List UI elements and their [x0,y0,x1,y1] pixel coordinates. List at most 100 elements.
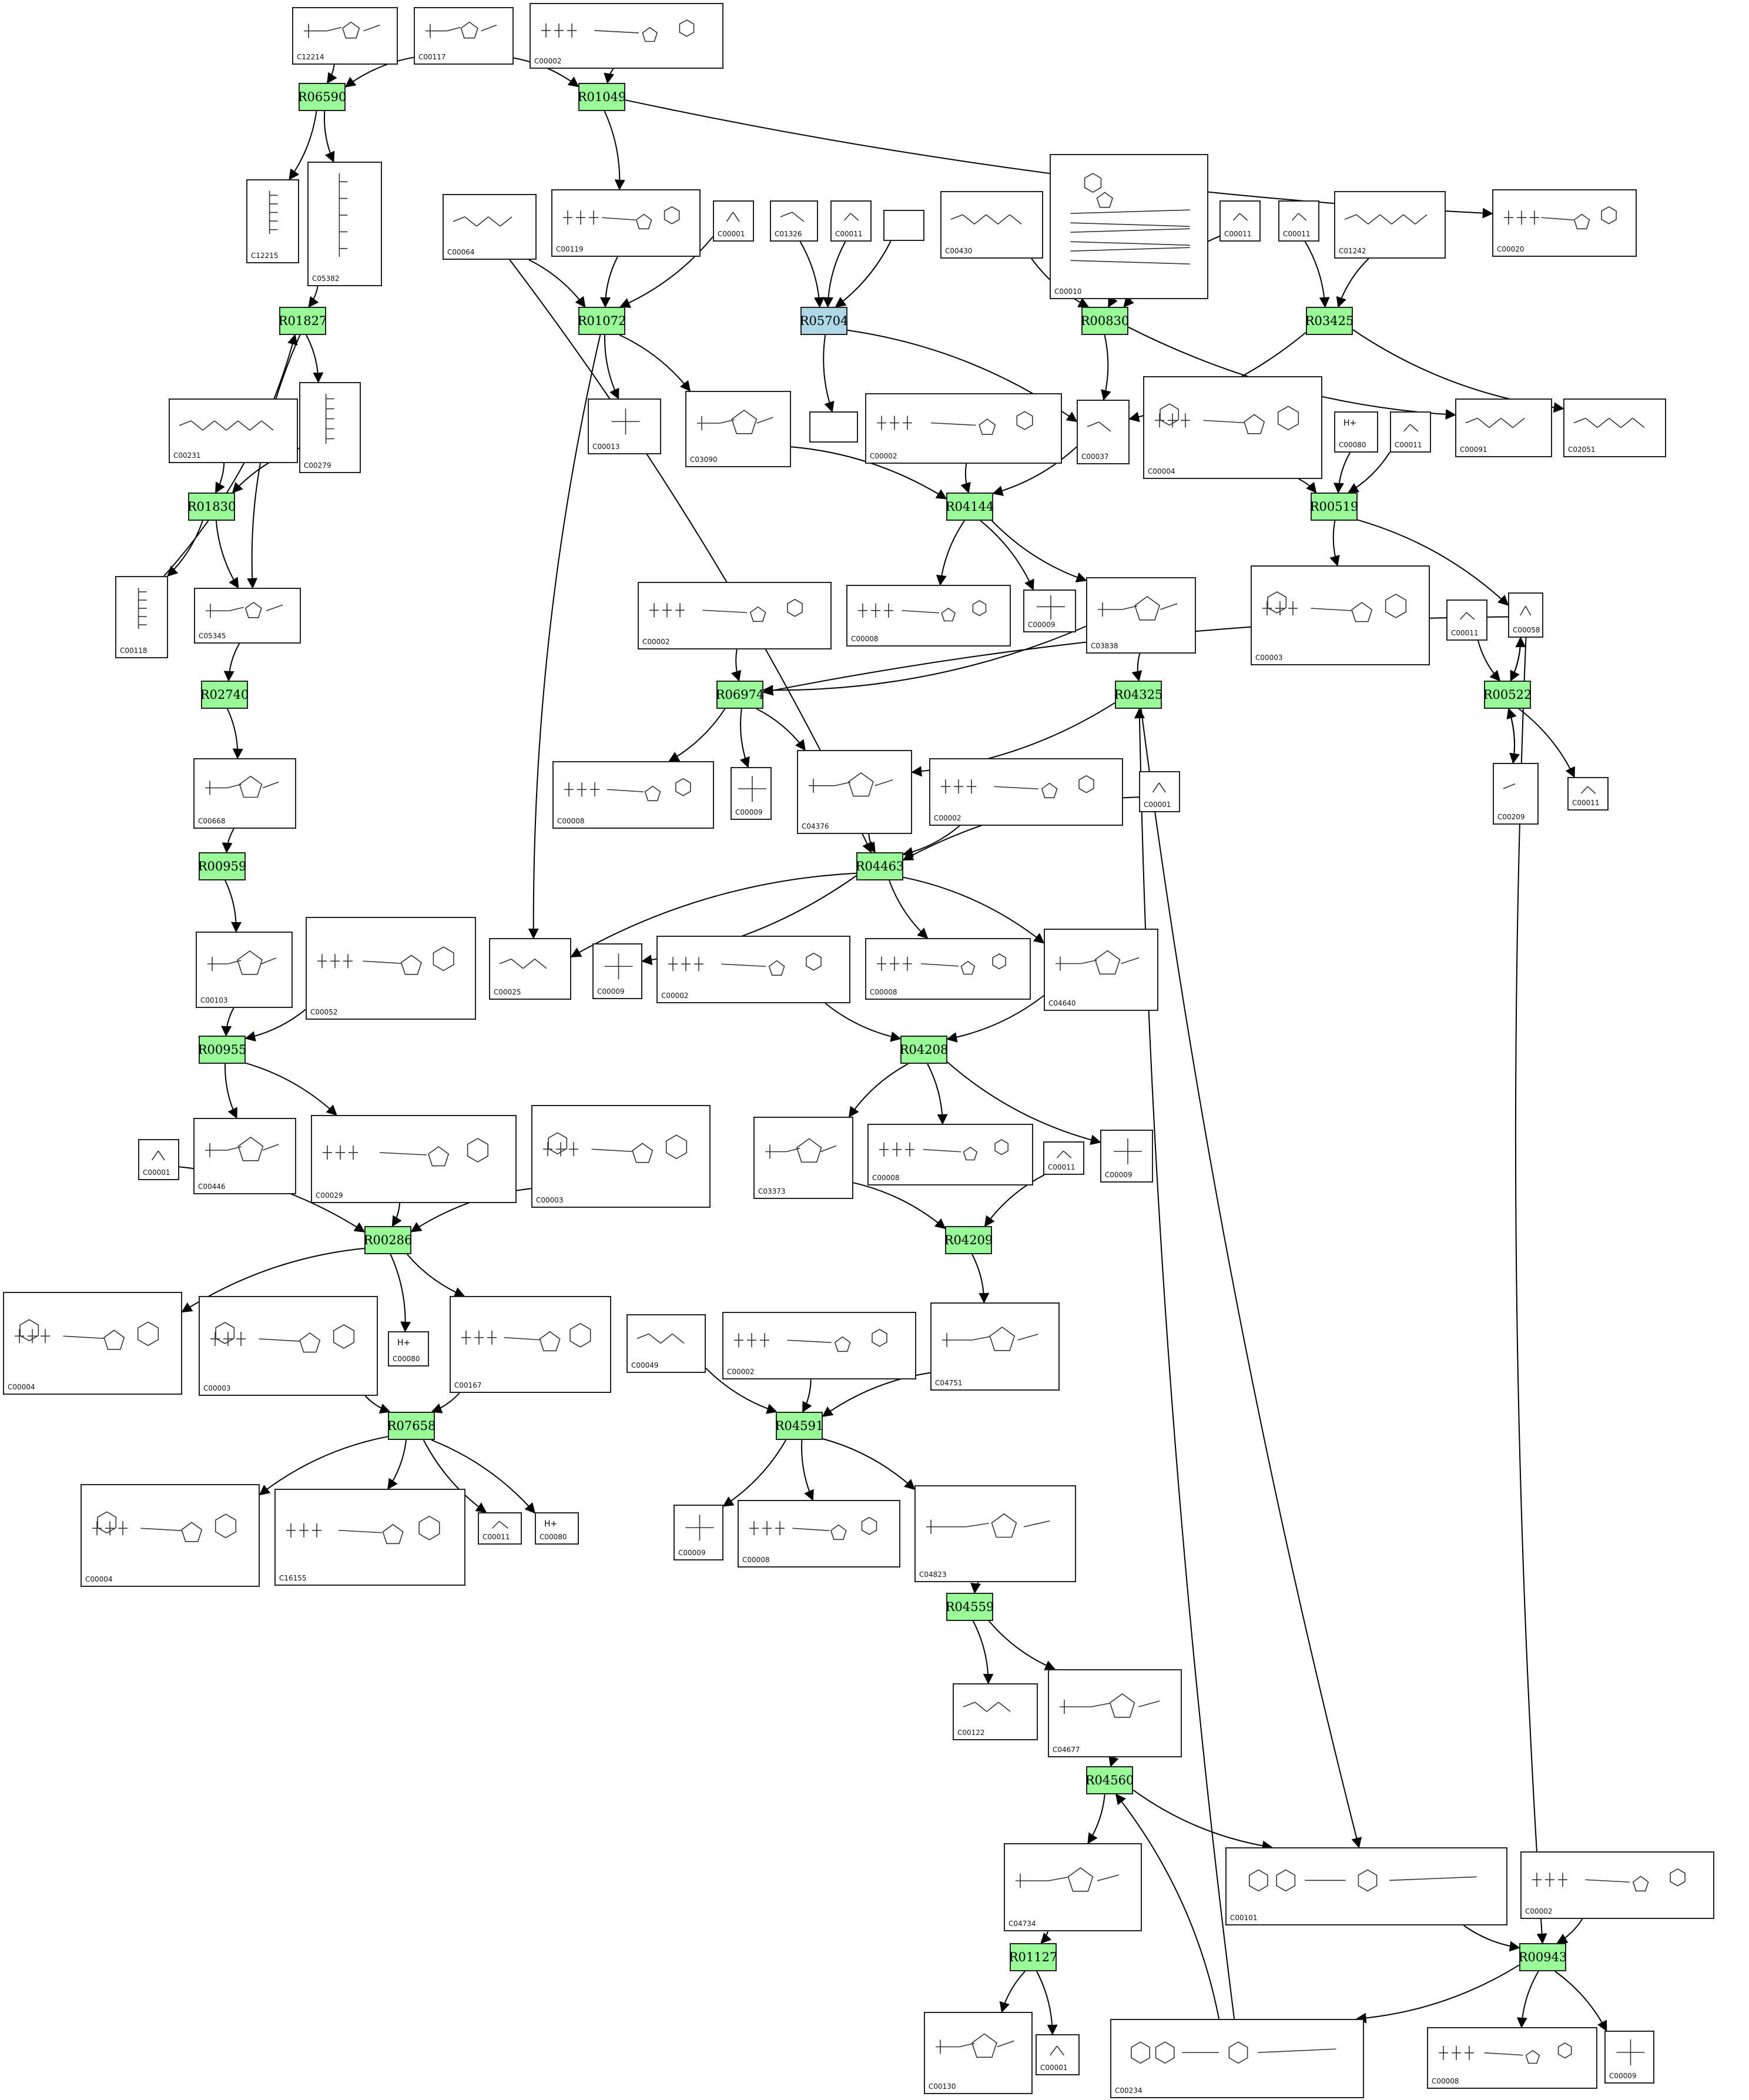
reaction-r04208[interactable]: R04208 [900,1036,948,1064]
compound-c19[interactable]: C00279 [299,382,361,473]
compound-c75[interactable]: C04823 [914,1485,1076,1582]
compound-c27[interactable]: C00004 [1143,376,1322,479]
compound-c29[interactable]: C00011 [1390,411,1431,453]
compound-c22[interactable] [809,411,858,443]
compound-c30[interactable]: C00118 [115,576,168,658]
compound-c33[interactable]: C00008 [846,585,1011,647]
compound-c53[interactable]: C04640 [1044,929,1158,1011]
compound-c79[interactable]: C00101 [1225,1847,1507,1925]
compound-c21[interactable]: C03090 [685,391,791,467]
compound-c12[interactable]: C00430 [940,191,1043,259]
compound-c23[interactable]: C00002 [865,393,1062,464]
compound-c2[interactable]: C00117 [414,7,514,65]
reaction-r00519[interactable]: R00519 [1310,493,1358,521]
compound-c44[interactable]: C00001 [1139,771,1180,812]
compound-c3[interactable]: C00002 [530,3,723,69]
reaction-r04463[interactable]: R04463 [856,852,904,880]
compound-c72[interactable]: H+C00080 [535,1512,579,1545]
reaction-r03425[interactable]: R03425 [1305,307,1353,335]
compound-c65[interactable]: C00167 [450,1296,611,1393]
reaction-r04559[interactable]: R04559 [946,1593,994,1621]
compound-c67[interactable]: C00002 [722,1312,916,1379]
compound-c6[interactable]: C00064 [443,194,537,260]
compound-c64[interactable]: H+C00080 [388,1331,429,1366]
compound-c38[interactable]: C00058 [1508,592,1543,638]
compound-c66[interactable]: C00049 [626,1314,706,1373]
compound-c4[interactable]: C12215 [246,179,299,263]
compound-c55[interactable]: C00029 [311,1115,517,1203]
compound-c78[interactable]: C04734 [1004,1843,1142,1931]
compound-c36[interactable]: C00003 [1251,565,1430,665]
reaction-r04560[interactable]: R04560 [1085,1766,1134,1794]
compound-c60[interactable]: C00011 [1043,1141,1084,1175]
compound-c5[interactable]: C05382 [307,162,382,286]
compound-c41[interactable]: C00009 [731,767,772,820]
compound-c9[interactable]: C01326 [770,200,818,242]
compound-c69[interactable]: C00004 [81,1484,260,1587]
reaction-r04591[interactable]: R04591 [775,1412,823,1440]
reaction-r04209[interactable]: R04209 [944,1226,993,1254]
compound-c17[interactable]: C00020 [1492,189,1637,257]
compound-c10[interactable]: C00011 [830,200,872,242]
compound-c82[interactable]: C00001 [1036,2034,1080,2075]
compound-c59[interactable]: C00008 [867,1124,1033,1185]
compound-c76[interactable]: C00122 [953,1683,1038,1740]
reaction-r01127[interactable]: R01127 [1009,1943,1057,1971]
compound-c46[interactable]: C00011 [1567,777,1609,810]
compound-c24[interactable]: C00037 [1077,400,1130,464]
compound-c26[interactable]: C02051 [1563,398,1666,457]
reaction-r00286[interactable]: R00286 [364,1226,412,1254]
compound-c63[interactable]: C00003 [199,1296,378,1396]
compound-c13[interactable]: C00010 [1050,154,1208,299]
compound-c39[interactable]: C00668 [193,758,296,829]
reaction-r06590[interactable]: R06590 [298,83,346,111]
compound-c85[interactable]: C00009 [1604,2031,1654,2084]
compound-c83[interactable]: C00234 [1110,2019,1364,2098]
compound-c28[interactable]: H+C00080 [1334,411,1378,453]
compound-c45[interactable]: C00209 [1493,763,1539,825]
compound-c11[interactable] [883,210,924,241]
compound-c81[interactable]: C00130 [924,2012,1033,2094]
compound-c8[interactable]: C00001 [713,200,754,242]
compound-c52[interactable]: C00008 [865,938,1031,1000]
compound-c25[interactable]: C00091 [1455,398,1552,457]
compound-c80[interactable]: C00002 [1520,1851,1714,1919]
reaction-r00943[interactable]: R00943 [1519,1943,1567,1971]
compound-c73[interactable]: C00009 [674,1505,723,1560]
compound-c77[interactable]: C04677 [1048,1669,1182,1757]
reaction-r01072[interactable]: R01072 [578,307,626,335]
reaction-r00522[interactable]: R00522 [1483,681,1532,709]
compound-c42[interactable]: C04376 [797,750,912,834]
compound-c61[interactable]: C00009 [1100,1130,1153,1183]
reaction-r00955[interactable]: R00955 [198,1036,246,1064]
compound-c1[interactable]: C12214 [292,7,398,65]
compound-c58[interactable]: C03373 [753,1117,853,1199]
compound-c49[interactable]: C00025 [489,938,571,1000]
compound-c84[interactable]: C00008 [1427,2027,1597,2089]
compound-c54[interactable]: C00446 [193,1118,296,1194]
compound-c47[interactable]: C00103 [196,932,293,1008]
compound-c40[interactable]: C00008 [552,761,714,829]
compound-c68[interactable]: C04751 [930,1302,1060,1391]
reaction-r05704[interactable]: R05704 [800,307,848,335]
compound-c57[interactable]: C00001 [138,1139,179,1180]
compound-c43[interactable]: C00002 [929,758,1123,826]
compound-c74[interactable]: C00008 [738,1500,900,1568]
compound-c34[interactable]: C00009 [1023,590,1076,632]
reaction-r06974[interactable]: R06974 [716,681,764,709]
reaction-r07658[interactable]: R07658 [387,1412,435,1440]
compound-c50[interactable]: C00009 [592,943,642,999]
compound-c18[interactable]: C00231 [169,398,298,463]
compound-c14[interactable]: C00011 [1219,200,1261,242]
reaction-r04144[interactable]: R04144 [946,493,994,521]
compound-c35[interactable]: C03838 [1086,577,1196,654]
compound-c31[interactable]: C05345 [194,588,301,644]
compound-c56[interactable]: C00003 [531,1105,711,1208]
reaction-r00830[interactable]: R00830 [1081,307,1129,335]
compound-c48[interactable]: C00052 [306,917,476,1020]
compound-c20[interactable]: C00013 [588,398,661,454]
compound-c70[interactable]: C16155 [274,1489,465,1586]
reaction-r00959[interactable]: R00959 [198,852,246,880]
reaction-r02740[interactable]: R02740 [200,681,249,709]
compound-c51[interactable]: C00002 [656,936,850,1003]
